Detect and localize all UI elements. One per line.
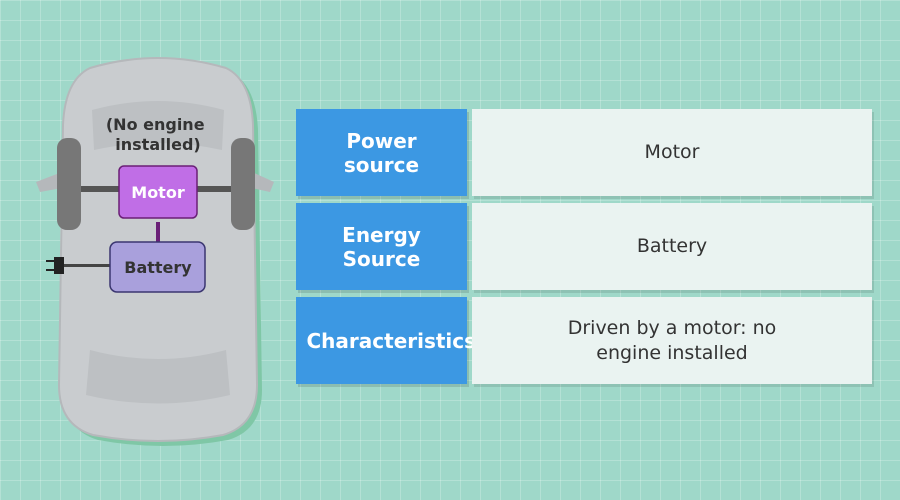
wheel-left-icon	[57, 138, 81, 230]
mirror-left-icon	[36, 172, 62, 192]
comparison-table: Power source Motor Energy Source Battery…	[296, 109, 872, 384]
table-row-energy-source: Energy Source Battery	[296, 203, 872, 290]
table-row-characteristics: Characteristics Driven by a motor: no en…	[296, 297, 872, 384]
row-header: Power source	[296, 109, 467, 196]
row-header: Energy Source	[296, 203, 467, 290]
row-value: Battery	[472, 203, 872, 290]
motor-label: Motor	[131, 183, 185, 202]
car-diagram: (No engine installed) Motor Battery	[36, 57, 274, 446]
row-value: Driven by a motor: no engine installed	[472, 297, 872, 384]
table-row-power-source: Power source Motor	[296, 109, 872, 196]
charging-cable	[62, 264, 110, 267]
rear-window	[86, 350, 230, 404]
battery-label: Battery	[124, 258, 192, 277]
battery-box	[109, 241, 206, 293]
motor-box	[118, 165, 198, 219]
wheel-right-icon	[231, 138, 255, 230]
row-header: Characteristics	[296, 297, 476, 384]
row-value: Motor	[472, 109, 872, 196]
plug-icon	[46, 257, 64, 274]
windshield	[92, 101, 224, 150]
motor-battery-link	[156, 222, 160, 242]
mirror-right-icon	[252, 172, 274, 192]
no-engine-note: (No engine installed)	[106, 115, 210, 154]
